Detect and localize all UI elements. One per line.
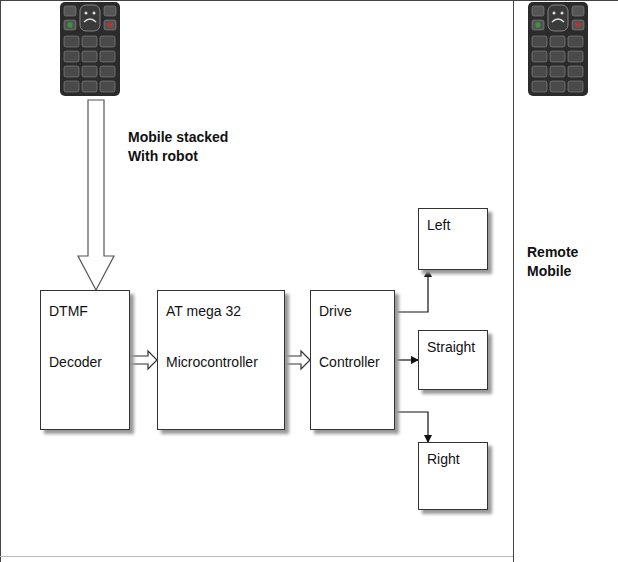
frame-top [0,0,618,1]
frame-divider [513,0,514,562]
process-box: Straight [418,330,488,390]
call-key [64,20,76,30]
box-text: Drive [319,303,386,320]
frame-left [0,0,1,562]
nav-face [93,12,96,15]
process-box: AT mega 32 Microcontroller [157,290,285,430]
box-text: AT mega 32 [166,303,276,320]
caption-label: Remote Mobile [527,243,591,281]
end-key [104,20,116,30]
process-box: DTMF Decoder [40,290,130,430]
process-box: Right [418,442,488,510]
connector-arrow [395,359,418,360]
hollow-arrow [78,100,114,290]
nav-key [80,5,100,31]
phone-illustration [60,2,120,96]
box-text: Left [427,217,479,234]
connector-arrow [395,412,428,442]
phone-body [60,2,120,96]
phone-illustration [528,2,588,96]
frame-bottom [0,556,513,557]
box-text: DTMF [49,303,121,320]
process-box: DriveController [310,290,395,430]
connector-arrow [395,270,428,312]
box-text: Right [427,451,479,468]
nav-face [84,19,96,22]
nav-face [85,12,88,15]
end-mark [108,23,113,28]
soft-key [104,6,116,16]
box-text: Controller [319,354,386,371]
call-mark [68,23,73,28]
box-text: Decoder [49,354,121,371]
box-text: Straight [427,339,479,356]
connector-arrow [285,351,310,369]
soft-key [64,6,76,16]
caption-label: Mobile stacked With robot [128,128,250,166]
connector-arrow [130,351,157,369]
process-box: Left [418,208,488,270]
box-text: Microcontroller [166,354,276,371]
